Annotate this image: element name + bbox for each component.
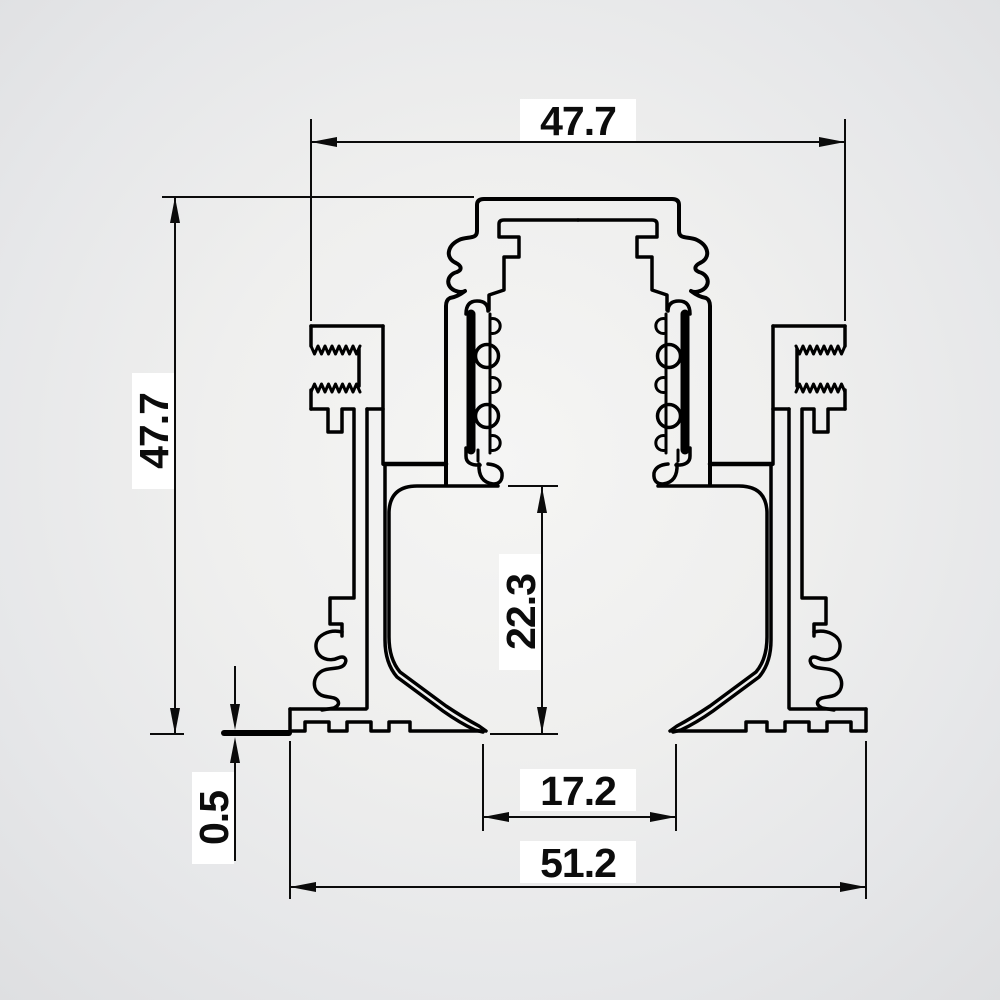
dim-label-cavity-height: 22.3 [498, 574, 544, 650]
dim-label-lip-thickness: 0.5 [191, 791, 237, 845]
dimension-top-width: 47.7 [310, 98, 846, 321]
dimension-bottom-opening: 17.2 [482, 744, 677, 831]
profile-outline [221, 199, 866, 733]
dim-label-top-width: 47.7 [540, 98, 616, 144]
dimension-cavity-height: 22.3 [490, 485, 558, 735]
dimension-overall-height: 47.7 [131, 196, 474, 735]
dim-label-bottom-opening: 17.2 [540, 768, 616, 814]
dim-label-bottom-width: 51.2 [540, 840, 616, 886]
dimension-bottom-width: 51.2 [289, 741, 867, 899]
dimension-lip-thickness: 0.5 [191, 666, 240, 864]
dim-label-overall-height: 47.7 [131, 393, 177, 469]
